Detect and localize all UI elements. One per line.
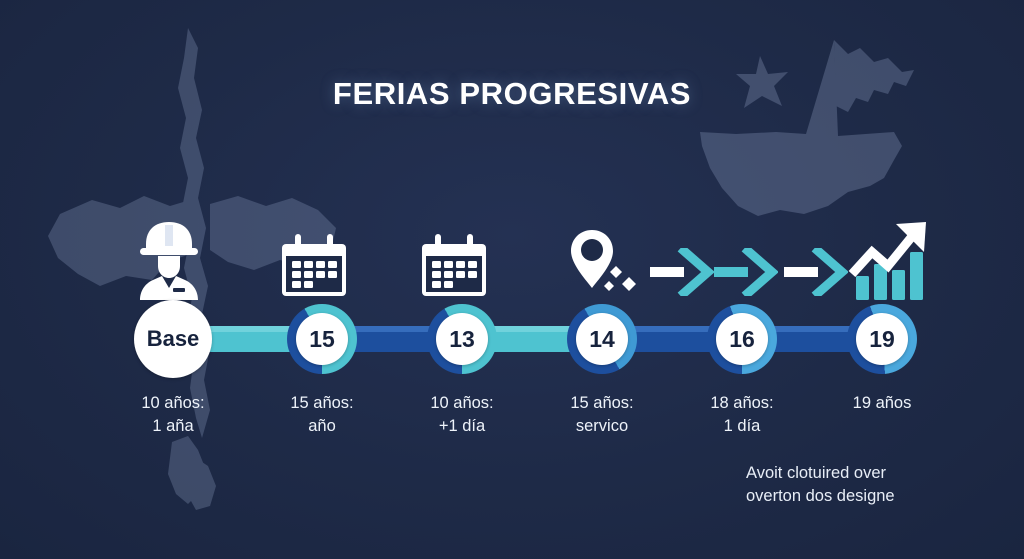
caption-15-line2: año	[308, 417, 336, 435]
caption-16-line2: 1 día	[723, 417, 761, 435]
timeline-node-14-label: 14	[576, 313, 628, 365]
caption-15-line1: 15 años:	[290, 394, 354, 412]
caption-15: 15 años: año	[242, 392, 402, 438]
caption-13-line1: 10 años:	[430, 394, 494, 412]
timeline-node-base[interactable]: Base	[134, 300, 212, 378]
calendar-icon-1	[281, 232, 347, 298]
caption-16-line1: 18 años:	[710, 394, 774, 412]
caption-base-line1: 10 años:	[141, 394, 205, 412]
growth-chart-icon	[848, 218, 930, 300]
timeline-node-15-label: 15	[296, 313, 348, 365]
worker-helmet-icon	[132, 218, 206, 300]
calendar-icon-2	[421, 232, 487, 298]
caption-16: 18 años: 1 día	[662, 392, 822, 438]
arrow-right-icon-2	[712, 248, 778, 296]
caption-base-line2: 1 aña	[152, 417, 194, 435]
timeline-node-13-label: 13	[436, 313, 488, 365]
footnote-line1: Avoit clotuired over	[746, 464, 887, 482]
timeline-node-15[interactable]: 15	[287, 304, 357, 374]
caption-19-line1: 19 años	[852, 394, 912, 412]
caption-19: 19 años	[802, 392, 962, 415]
caption-base: 10 años: 1 aña	[93, 392, 253, 438]
arrow-right-icon-1	[648, 248, 714, 296]
timeline-node-16[interactable]: 16	[707, 304, 777, 374]
location-pin-sparkle-icon	[566, 228, 636, 300]
timeline-node-16-label: 16	[716, 313, 768, 365]
page-title: FERIAS PROGRESIVAS	[332, 76, 692, 111]
caption-14-line1: 15 años:	[570, 394, 634, 412]
footnote: Avoit clotuired over overton dos designe	[746, 462, 966, 508]
timeline-node-19-label: 19	[856, 313, 908, 365]
timeline-node-base-label: Base	[134, 300, 212, 378]
timeline-node-14[interactable]: 14	[567, 304, 637, 374]
caption-13-line2: +1 día	[438, 417, 486, 435]
caption-14-line2: servico	[575, 417, 629, 435]
caption-14: 15 años: servico	[522, 392, 682, 438]
timeline-node-19[interactable]: 19	[847, 304, 917, 374]
caption-13: 10 años: +1 día	[382, 392, 542, 438]
footnote-line2: overton dos designe	[746, 487, 895, 505]
timeline-node-13[interactable]: 13	[427, 304, 497, 374]
arrow-right-icon-3	[782, 248, 848, 296]
